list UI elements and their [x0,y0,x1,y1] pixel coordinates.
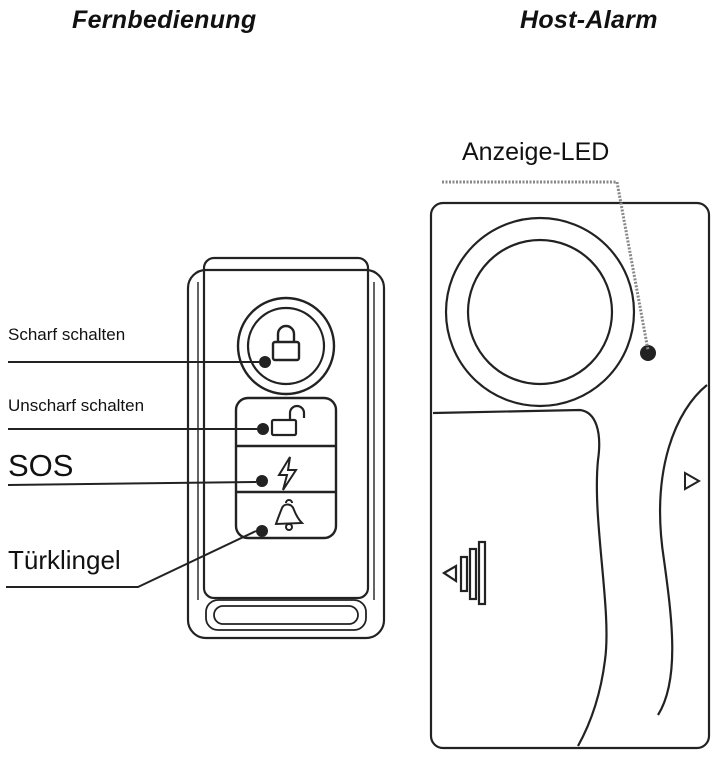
host-alarm-unit [429,201,711,750]
volume-icon [441,540,487,606]
button-dots [256,356,271,537]
remote-title: Fernbedienung [72,6,257,34]
doorbell-dot [256,525,268,537]
lightning-icon [277,456,298,491]
remote-control [186,256,386,640]
arm-button [246,306,326,386]
label-arm: Scharf schalten [8,325,126,344]
remote-leaders [6,361,259,588]
disarm-dot [257,423,269,435]
bell-icon [274,499,305,531]
host-front-panel [432,408,608,747]
label-sos: SOS [8,448,74,483]
led-leader [442,180,650,351]
triangle-right-icon [684,471,702,491]
lock-icon [271,324,301,362]
arm-dot [259,356,271,368]
host-side-curve [657,384,708,716]
label-disarm: Unscharf schalten [8,396,145,415]
indicator-led [640,345,656,361]
label-doorbell: Türklingel [8,545,121,575]
host-body [429,201,711,750]
speaker-outer [444,216,636,408]
sos-dot [256,475,268,487]
button-block [234,396,338,540]
unlock-icon [270,404,306,437]
arm-button-ring [236,296,336,396]
host-title: Host-Alarm [520,6,658,34]
remote-bottom-edge [205,599,367,631]
remote-bottom-slot [213,605,359,625]
speaker-inner [466,238,614,386]
label-led: Anzeige-LED [462,138,610,166]
remote-outer-shell [186,268,386,640]
